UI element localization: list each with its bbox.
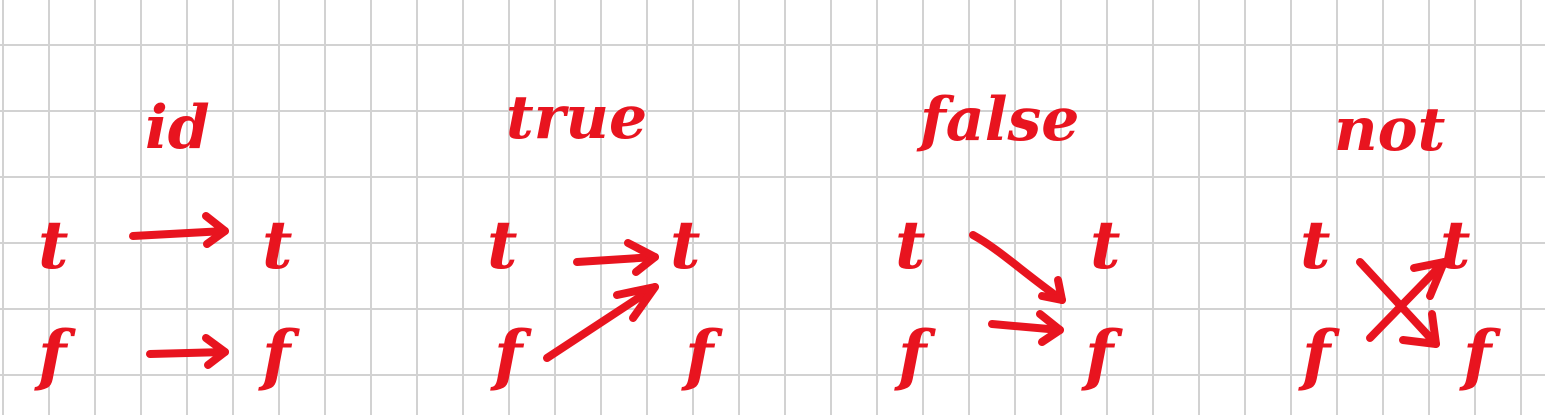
arrow-true-t-to-t xyxy=(573,239,659,276)
function-not-codomain-t: t xyxy=(1440,206,1471,284)
function-id-domain-t: t xyxy=(38,206,69,284)
function-id-codomain-f: f xyxy=(258,316,300,394)
function-false-codomain-f: f xyxy=(1081,316,1123,394)
function-not-title: not xyxy=(1334,95,1446,165)
function-true-domain-t: t xyxy=(487,206,518,284)
arrow-false-f-to-f xyxy=(988,310,1064,346)
function-id-title: id xyxy=(145,93,210,163)
function-id: id t f t f xyxy=(34,93,300,394)
function-false-domain-t: t xyxy=(895,206,926,284)
arrow-not-t-to-f xyxy=(1356,258,1440,348)
function-false-codomain-t: t xyxy=(1090,206,1121,284)
function-false: false t f t f xyxy=(894,85,1123,394)
function-true-codomain-f: f xyxy=(681,316,723,394)
arrow-false-t-to-f xyxy=(969,231,1066,304)
arrow-id-t-to-t xyxy=(129,212,229,248)
arrow-id-f-to-f xyxy=(146,334,229,369)
function-id-codomain-t: t xyxy=(262,206,293,284)
function-true-title: true xyxy=(506,83,647,153)
function-id-domain-f: f xyxy=(34,316,76,394)
function-false-title: false xyxy=(916,85,1079,155)
function-true: true t f t f xyxy=(487,83,723,394)
function-not: not t f t f xyxy=(1298,95,1501,394)
function-true-codomain-t: t xyxy=(670,206,701,284)
function-false-domain-f: f xyxy=(894,316,936,394)
arrow-not-f-to-t xyxy=(1366,258,1448,342)
function-not-domain-f: f xyxy=(1298,316,1340,394)
function-not-domain-t: t xyxy=(1300,206,1331,284)
function-not-codomain-f: f xyxy=(1459,316,1501,394)
function-true-domain-f: f xyxy=(490,316,532,394)
arrow-true-f-to-t xyxy=(543,283,659,362)
